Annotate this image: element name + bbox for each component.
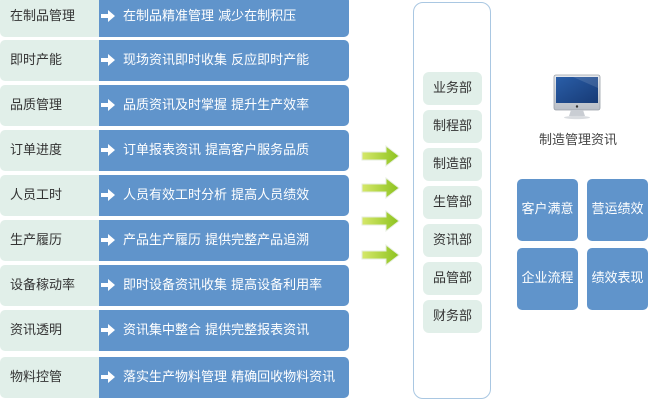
feature-row: 在制品管理 在制品精准管理 减少在制积压 (0, 0, 349, 37)
feature-desc: 即时设备资讯收集 提高设备利用率 (123, 278, 323, 293)
arrow-right-icon (101, 54, 115, 66)
arrow-right-icon (101, 279, 115, 291)
outcome-tile: 企业流程 (517, 248, 578, 310)
arrow-right-icon (101, 10, 115, 22)
green-arrow-icon (361, 209, 400, 233)
department-panel: 业务部 制程部 制造部 生管部 资讯部 品管部 财务部 (413, 2, 491, 399)
feature-desc-panel: 产品生产履历 提供完整产品追溯 (99, 220, 349, 261)
feature-desc-panel: 品质资讯及时掌握 提升生产效率 (99, 85, 349, 126)
arrow-right-icon (101, 234, 115, 246)
feature-desc-panel: 落实生产物料管理 精确回收物料资讯 (99, 357, 349, 398)
department-item: 生管部 (423, 186, 482, 219)
feature-label: 即时产能 (10, 53, 63, 68)
arrow-right-icon (101, 371, 115, 383)
feature-desc-panel: 资讯集中整合 提供完整报表资讯 (99, 310, 349, 351)
feature-row: 订单进度 订单报表资讯 提高客户服务品质 (0, 130, 349, 171)
department-item: 制程部 (423, 110, 482, 143)
department-item: 资讯部 (423, 224, 482, 257)
feature-desc: 资讯集中整合 提供完整报表资讯 (123, 323, 310, 338)
feature-row: 生产履历 产品生产履历 提供完整产品追溯 (0, 220, 349, 261)
arrow-right-icon (101, 99, 115, 111)
feature-row: 即时产能 现场资讯即时收集 反应即时产能 (0, 40, 349, 81)
feature-desc: 在制品精准管理 减少在制积压 (123, 9, 297, 24)
arrow-right-icon (101, 189, 115, 201)
green-arrow-icon (361, 176, 400, 200)
feature-label: 设备稼动率 (10, 278, 76, 293)
feature-label: 订单进度 (10, 143, 63, 158)
department-item: 品管部 (423, 262, 482, 295)
feature-desc-panel: 即时设备资讯收集 提高设备利用率 (99, 265, 349, 306)
feature-label: 资讯透明 (10, 323, 63, 338)
green-arrow-icon (361, 243, 400, 267)
feature-desc: 人员有效工时分析 提高人员绩效 (123, 188, 310, 203)
feature-desc: 落实生产物料管理 精确回收物料资讯 (123, 370, 336, 385)
feature-label: 人员工时 (10, 188, 63, 203)
arrow-right-icon (101, 144, 115, 156)
green-arrow-icon (361, 144, 400, 168)
outcome-tile: 营运绩效 (587, 179, 648, 241)
monitor-icon (553, 74, 601, 120)
feature-desc-panel: 在制品精准管理 减少在制积压 (99, 0, 349, 37)
feature-row: 设备稼动率 即时设备资讯收集 提高设备利用率 (0, 265, 349, 306)
feature-label: 在制品管理 (10, 9, 76, 24)
feature-label: 物料控管 (10, 370, 63, 385)
feature-desc: 现场资讯即时收集 反应即时产能 (123, 53, 310, 68)
system-label: 制造管理资讯 (538, 133, 617, 148)
feature-row: 品质管理 品质资讯及时掌握 提升生产效率 (0, 85, 349, 126)
feature-desc-panel: 人员有效工时分析 提高人员绩效 (99, 175, 349, 216)
department-item: 制造部 (423, 148, 482, 181)
feature-row: 物料控管 落实生产物料管理 精确回收物料资讯 (0, 357, 349, 398)
feature-desc: 品质资讯及时掌握 提升生产效率 (123, 98, 310, 113)
department-item: 财务部 (423, 300, 482, 333)
outcome-tile: 客户满意 (517, 179, 578, 241)
arrow-right-icon (101, 324, 115, 336)
feature-desc: 订单报表资讯 提高客户服务品质 (123, 143, 310, 158)
outcome-tile: 绩效表现 (587, 248, 648, 310)
department-item: 业务部 (423, 72, 482, 105)
feature-row: 资讯透明 资讯集中整合 提供完整报表资讯 (0, 310, 349, 351)
feature-desc-panel: 订单报表资讯 提高客户服务品质 (99, 130, 349, 171)
feature-label: 品质管理 (10, 98, 63, 113)
feature-desc: 产品生产履历 提供完整产品追溯 (123, 233, 310, 248)
feature-row: 人员工时 人员有效工时分析 提高人员绩效 (0, 175, 349, 216)
feature-label: 生产履历 (10, 233, 63, 248)
feature-desc-panel: 现场资讯即时收集 反应即时产能 (99, 40, 349, 81)
